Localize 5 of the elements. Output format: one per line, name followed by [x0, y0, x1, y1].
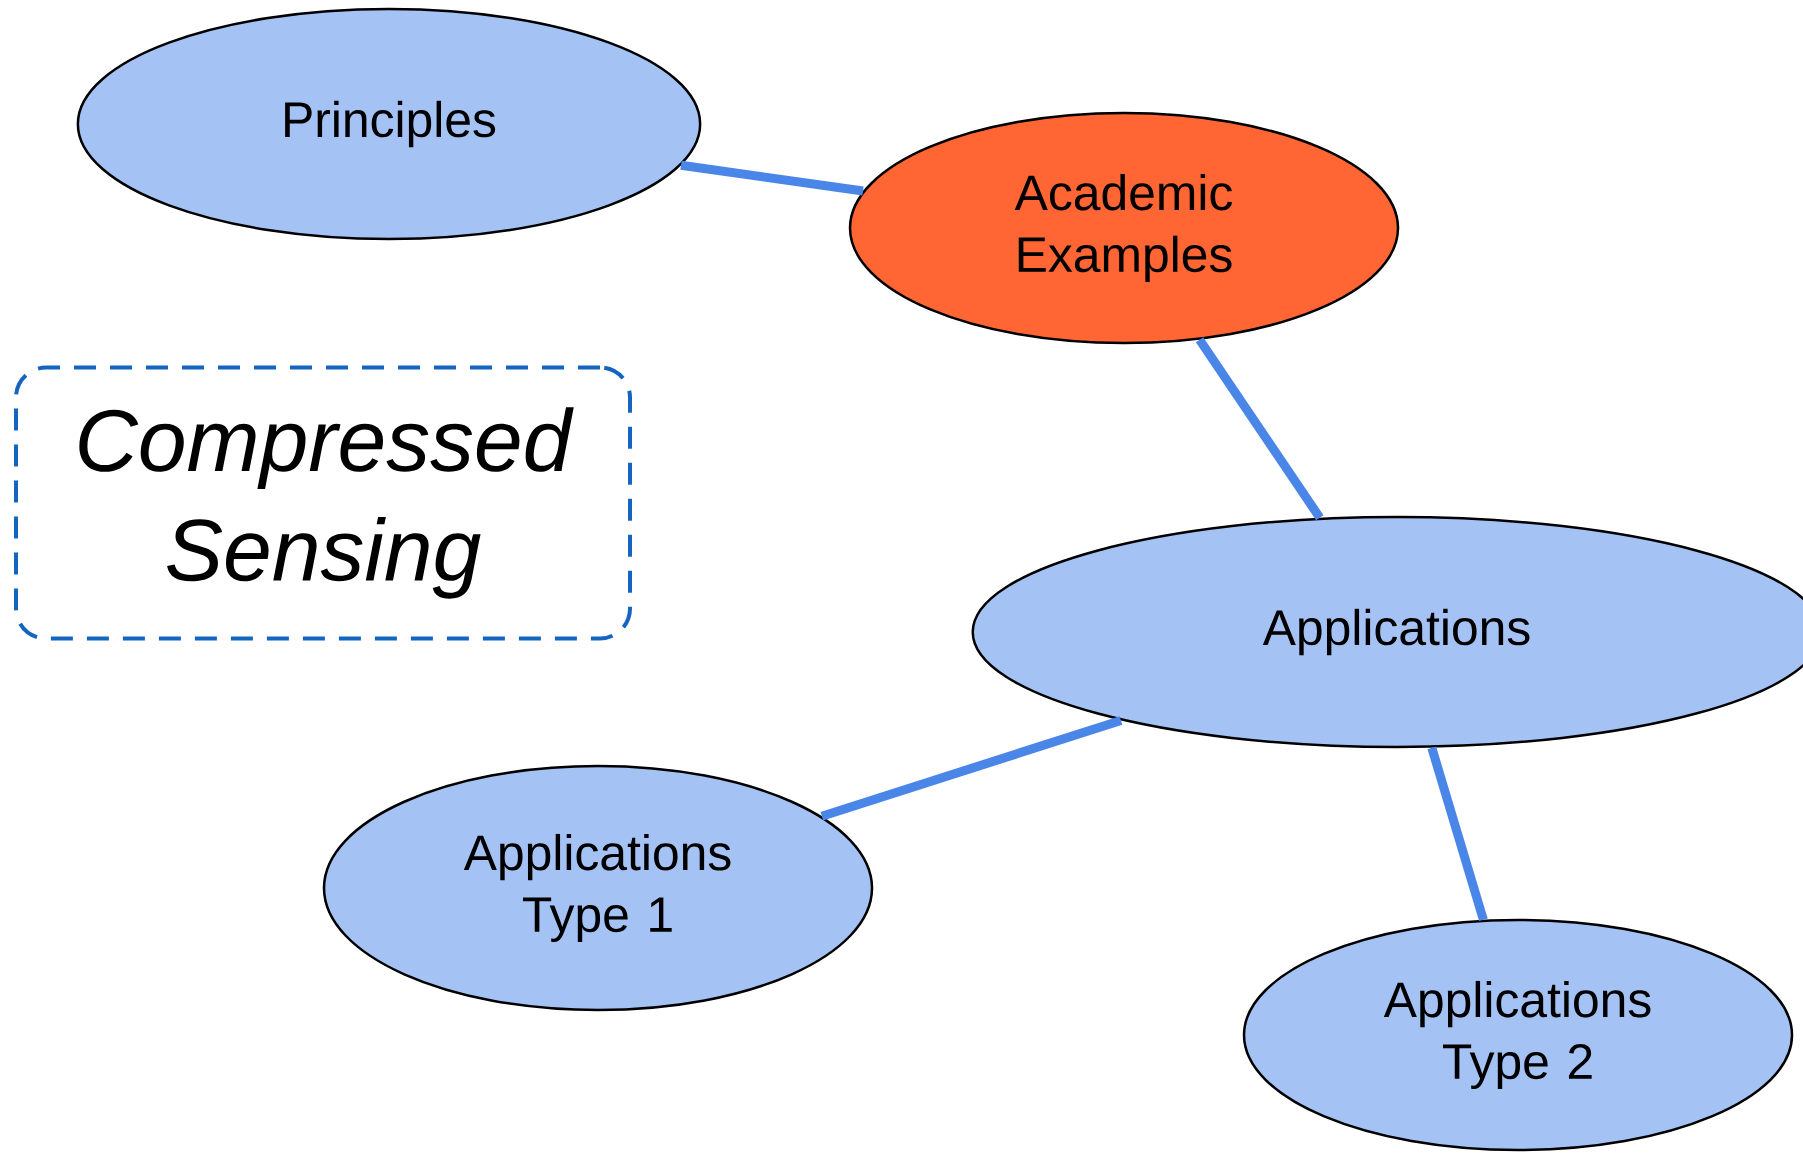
connector-line	[1427, 746, 1488, 921]
connector-line	[1195, 337, 1324, 521]
connector-line	[680, 160, 864, 196]
connector-line	[820, 716, 1123, 821]
title-box: Compressed Sensing	[14, 365, 632, 641]
